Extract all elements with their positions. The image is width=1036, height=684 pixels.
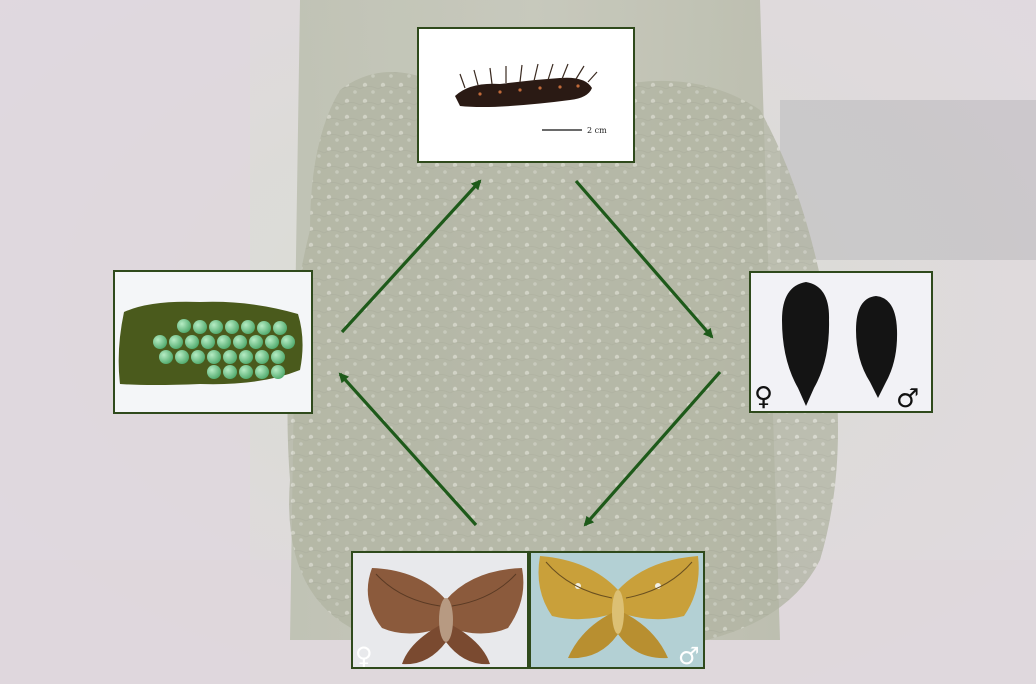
female-moth-symbol: ♀ [355,642,373,670]
male-symbol: ♂ [896,384,919,414]
female-symbol: ♀ [754,382,773,412]
egg-cluster-photo [114,271,312,413]
adult-moth-photo: ♀ ♂ [352,552,704,670]
male-moth-symbol: ♂ [678,642,700,670]
larva-photo: 2 cm [418,28,634,162]
pupa-photo: ♀ ♂ [750,272,932,414]
scale-label: 2 cm [587,126,607,135]
